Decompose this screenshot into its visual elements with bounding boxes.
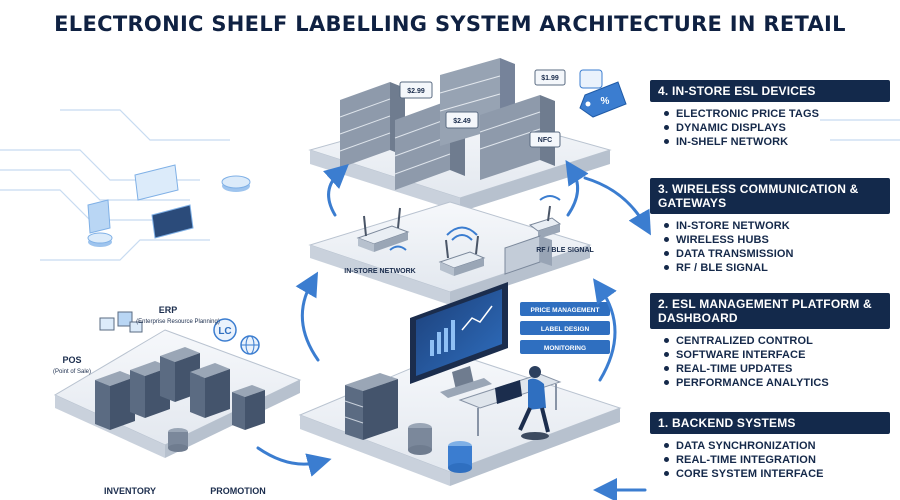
section-item: PERFORMANCE ANALYTICS (664, 376, 890, 390)
bullet-icon (664, 365, 669, 371)
store-shelf-icon (479, 95, 555, 180)
bullet-icon (664, 456, 669, 462)
tier4-esl-devices-platform: $2.99 $2.49 $1.99 NFC % (308, 58, 627, 212)
svg-text:PRICE MANAGEMENT: PRICE MANAGEMENT (531, 307, 600, 314)
section-esl-devices: 4. IN-STORE ESL DEVICES ELECTRONIC PRICE… (650, 80, 890, 149)
rf-ble-signal-label: RF / BLE SIGNAL (536, 247, 594, 254)
server-rack-icon (95, 371, 135, 430)
svg-text:$2.99: $2.99 (407, 88, 425, 95)
bullet-icon (664, 110, 669, 116)
section-item: IN-SHELF NETWORK (664, 135, 890, 149)
bullet-icon (664, 250, 669, 256)
section-backend-systems: 1. BACKEND SYSTEMS DATA SYNCHRONIZATION … (650, 412, 890, 481)
bullet-icon (664, 124, 669, 130)
database-icon (408, 423, 472, 473)
svg-text:$1.99: $1.99 (541, 75, 559, 82)
section-items: IN-STORE NETWORK WIRELESS HUBS DATA TRAN… (650, 219, 890, 275)
lc-badge-icon: LC (213, 318, 237, 342)
bullet-icon (664, 379, 669, 385)
section-heading: 1. BACKEND SYSTEMS (650, 412, 890, 434)
glow-puck-icon (87, 175, 251, 247)
bullet-icon (664, 470, 669, 476)
tier3-network-platform: IN-STORE NETWORK RF / BLE SIGNAL (308, 195, 594, 305)
svg-text:$2.49: $2.49 (453, 118, 471, 125)
pos-label: POS (62, 355, 81, 365)
in-store-network-label: IN-STORE NETWORK (344, 268, 415, 275)
pos-terminal-icon (99, 311, 143, 333)
svg-text:RF / BLE SIGNAL: RF / BLE SIGNAL (536, 247, 594, 254)
label-design-chip (520, 321, 610, 335)
bullet-icon (664, 222, 669, 228)
signal-tag-icon (579, 69, 603, 89)
electronic-price-tag-icon: $2.99 (399, 81, 433, 99)
bullet-icon (664, 264, 669, 270)
section-item: DATA TRANSMISSION (664, 247, 890, 261)
router-icon (356, 207, 410, 252)
price-management-chip (520, 302, 610, 316)
electronic-price-tag-icon: $1.99 (534, 69, 566, 86)
erp-fullname-label: (Enterprise Resource Planning) (136, 319, 220, 325)
bullet-icon (664, 442, 669, 448)
section-esl-management: 2. ESL MANAGEMENT PLATFORM & DASHBOARD C… (650, 293, 890, 390)
section-item: DATA SYNCHRONIZATION (664, 439, 890, 453)
page-title: ELECTRONIC SHELF LABELLING SYSTEM ARCHIT… (54, 12, 846, 36)
server-rack-icon (190, 363, 230, 418)
section-heading: 4. IN-STORE ESL DEVICES (650, 80, 890, 102)
bullet-icon (664, 337, 669, 343)
section-item: RF / BLE SIGNAL (664, 261, 890, 275)
section-items: CENTRALIZED CONTROL SOFTWARE INTERFACE R… (650, 334, 890, 390)
globe-badge-icon (240, 335, 260, 355)
wireless-hub-icon (528, 205, 562, 239)
section-item: CORE SYSTEM INTERFACE (664, 467, 890, 481)
svg-text:MONITORING: MONITORING (544, 345, 586, 352)
section-item: ELECTRONIC PRICE TAGS (664, 107, 890, 121)
wifi-signal-icon (389, 195, 561, 251)
promotion-engine-label: PROMOTION (210, 486, 266, 496)
price-tag-icon: % (579, 81, 627, 118)
section-item: WIRELESS HUBS (664, 233, 890, 247)
dashboard-monitor-icon (410, 282, 508, 398)
flow-arrows (256, 159, 651, 500)
floating-screen-icon (87, 164, 194, 239)
section-item: REAL-TIME INTEGRATION (664, 453, 890, 467)
router-icon (438, 235, 486, 276)
person-at-desk-icon (458, 366, 562, 440)
svg-text:IN-STORE NETWORK: IN-STORE NETWORK (344, 268, 415, 275)
section-item: CENTRALIZED CONTROL (664, 334, 890, 348)
section-wireless-gateways: 3. WIRELESS COMMUNICATION & GATEWAYS IN-… (650, 178, 890, 275)
section-item: REAL-TIME UPDATES (664, 362, 890, 376)
section-heading: 2. ESL MANAGEMENT PLATFORM & DASHBOARD (650, 293, 890, 329)
svg-text:LABEL DESIGN: LABEL DESIGN (541, 326, 590, 333)
section-item: IN-STORE NETWORK (664, 219, 890, 233)
svg-text:NFC: NFC (538, 137, 552, 144)
section-heading: 3. WIRELESS COMMUNICATION & GATEWAYS (650, 178, 890, 214)
svg-text:%: % (601, 96, 610, 107)
electronic-price-tag-icon: $2.49 (445, 111, 479, 129)
gateway-box-icon (504, 235, 552, 275)
monitoring-chip (520, 340, 610, 354)
section-item: DYNAMIC DISPLAYS (664, 121, 890, 135)
erp-label: ERP (159, 305, 178, 315)
bullet-icon (664, 236, 669, 242)
inventory-management-label: INVENTORY (104, 486, 156, 496)
backend-systems-cluster: LC ERP (Enterprise Resource Planning) PO… (53, 305, 302, 496)
section-item: SOFTWARE INTERFACE (664, 348, 890, 362)
database-icon (168, 428, 188, 452)
section-items: ELECTRONIC PRICE TAGS DYNAMIC DISPLAYS I… (650, 107, 890, 149)
server-rack-icon (344, 373, 398, 440)
section-items: DATA SYNCHRONIZATION REAL-TIME INTEGRATI… (650, 439, 890, 481)
dashboard-feature-chips: PRICE MANAGEMENT LABEL DESIGN MONITORING (520, 302, 610, 354)
nfc-tag-icon: NFC (529, 131, 561, 148)
pos-fullname-label: (Point of Sale) (53, 369, 91, 375)
bullet-icon (664, 351, 669, 357)
svg-text:LC: LC (218, 326, 231, 337)
bullet-icon (664, 138, 669, 144)
server-rack-icon (232, 385, 265, 430)
